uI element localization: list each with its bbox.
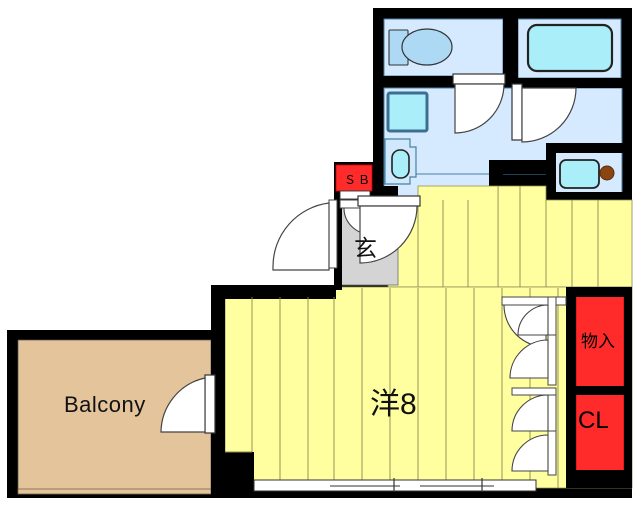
stove-burner xyxy=(599,165,615,181)
service-box-fill[interactable] xyxy=(335,164,373,192)
hall-floor-east xyxy=(497,185,633,288)
bathroom-door[interactable] xyxy=(511,83,577,143)
toilet-door[interactable] xyxy=(452,73,506,134)
windows xyxy=(253,478,537,492)
toilet-south-wall xyxy=(373,76,505,87)
kitchen-north-wall xyxy=(546,143,632,153)
balcony-door-panel[interactable] xyxy=(204,374,216,434)
toilet-bath-divider xyxy=(503,8,518,80)
bath-south-wall xyxy=(518,78,632,88)
bathroom-door-panel[interactable] xyxy=(511,83,523,141)
balcony-door-swing[interactable] xyxy=(160,377,206,433)
main-room-notch-wall xyxy=(211,452,254,498)
plumbing-fixtures xyxy=(384,23,632,200)
closet-door-lower-panel[interactable] xyxy=(547,430,557,476)
plank-lines-hall xyxy=(417,186,599,287)
entrance-door-panel[interactable] xyxy=(328,199,338,269)
closet-door-upper-header[interactable] xyxy=(511,387,557,396)
toilet-bowl xyxy=(401,28,453,66)
service-box-door[interactable] xyxy=(339,190,371,200)
washroom-door[interactable] xyxy=(357,195,421,264)
closet-door-upper-panel[interactable] xyxy=(547,389,557,437)
entrance-door[interactable] xyxy=(272,199,338,271)
storage-door-upper-swing-right[interactable] xyxy=(517,304,549,336)
storage-east-wall xyxy=(624,287,632,488)
storage-west-wall xyxy=(566,287,576,488)
washbasin-bowl xyxy=(391,149,410,179)
entrance-door-swing[interactable] xyxy=(272,202,330,271)
washroom-door-swing[interactable] xyxy=(359,205,418,264)
closet-door-upper[interactable] xyxy=(511,387,557,437)
storage-door-lower[interactable] xyxy=(509,334,557,386)
kitchen-south-wall xyxy=(546,192,632,200)
washing-machine-pan xyxy=(386,91,429,133)
storage-closet-area[interactable] xyxy=(566,287,632,488)
bathroom-door-swing[interactable] xyxy=(521,87,577,143)
storage-door-lower-panel[interactable] xyxy=(547,334,557,386)
closet-door-lower-swing[interactable] xyxy=(511,434,549,472)
storage-north-wall xyxy=(566,287,632,297)
balcony-rail xyxy=(17,488,212,495)
doors[interactable] xyxy=(160,73,577,476)
bathtub xyxy=(526,23,614,73)
main-room-north-wall-west xyxy=(211,285,336,299)
storage-fill[interactable] xyxy=(575,294,625,394)
washroom-door-header[interactable] xyxy=(357,195,421,207)
storage-south-wall xyxy=(566,470,632,488)
storage-door-upper[interactable] xyxy=(501,296,567,350)
closet-door-lower[interactable] xyxy=(511,430,557,476)
storage-door-lower-swing[interactable] xyxy=(509,339,549,379)
balcony-door[interactable] xyxy=(160,374,216,434)
toilet-door-header[interactable] xyxy=(452,73,506,85)
genkan-west-wall xyxy=(334,200,342,290)
closet-door-upper-swing[interactable] xyxy=(511,394,549,432)
storage-closet-divider-2 xyxy=(576,386,624,395)
service-box-area[interactable] xyxy=(335,164,373,200)
toilet-door-swing[interactable] xyxy=(454,83,505,134)
kitchen-sink xyxy=(559,159,600,189)
closet-fill[interactable] xyxy=(575,387,625,474)
kitchen-west-wall xyxy=(546,143,556,196)
